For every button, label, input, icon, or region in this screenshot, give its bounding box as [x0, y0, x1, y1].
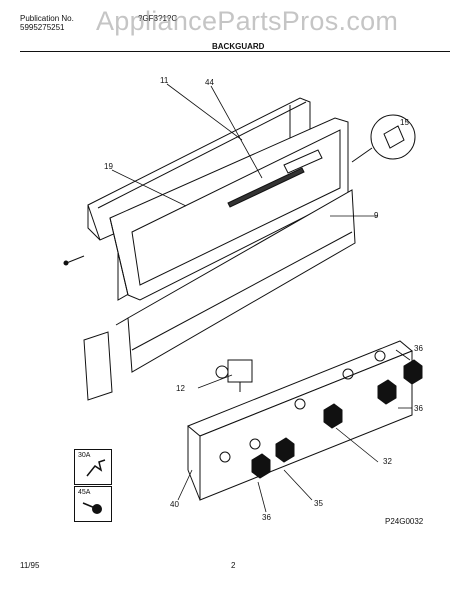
header-rule: [20, 51, 450, 52]
watermark: AppliancePartsPros.com: [96, 6, 399, 36]
publication-number: 5995275251: [20, 23, 65, 32]
knob-5[interactable]: [403, 359, 423, 385]
infinite-switch: [215, 359, 253, 392]
model-number: ?GF3?1?C: [138, 14, 178, 23]
publication-label: Publication No.: [20, 14, 74, 23]
callout-40: 40: [170, 500, 179, 509]
callout-12: 12: [176, 384, 185, 393]
inset-30a-label: 30A: [78, 452, 91, 459]
page-number: 2: [231, 561, 236, 570]
control-panel: [187, 340, 413, 501]
screw-icon: [82, 502, 102, 514]
callout-36-bottom: 36: [262, 513, 271, 522]
wrench-icon: [86, 459, 106, 477]
leader-lines: [111, 83, 412, 513]
inset-45a-label: 45A: [78, 489, 91, 496]
side-end-cap: [83, 331, 113, 401]
callout-19: 19: [104, 162, 113, 171]
callout-35: 35: [314, 499, 323, 508]
callout-36-right: 36: [414, 404, 423, 413]
screw: [63, 255, 85, 266]
diagram-id: P24G0032: [385, 517, 424, 526]
knob-3[interactable]: [323, 403, 343, 429]
section-title: BACKGUARD: [212, 42, 265, 51]
callout-44: 44: [205, 78, 214, 87]
trim-strip: [227, 149, 323, 208]
callout-11: 11: [160, 76, 169, 85]
callout-15: 15: [400, 118, 409, 127]
inset-45a: 45A: [74, 486, 112, 522]
footer-date: 11/95: [20, 561, 40, 570]
knob-1[interactable]: [251, 453, 271, 479]
callout-9: 9: [374, 211, 379, 220]
inset-30a: 30A: [74, 449, 112, 485]
backguard-lower-trim: [115, 189, 356, 373]
callout-36-top: 36: [414, 344, 423, 353]
knob-4[interactable]: [377, 379, 397, 405]
clip-detail-circle: [351, 114, 416, 163]
knob-2[interactable]: [275, 437, 295, 463]
callout-32: 32: [383, 457, 392, 466]
control-knobs: [251, 359, 423, 479]
publication-info: Publication No. 5995275251: [20, 14, 74, 32]
